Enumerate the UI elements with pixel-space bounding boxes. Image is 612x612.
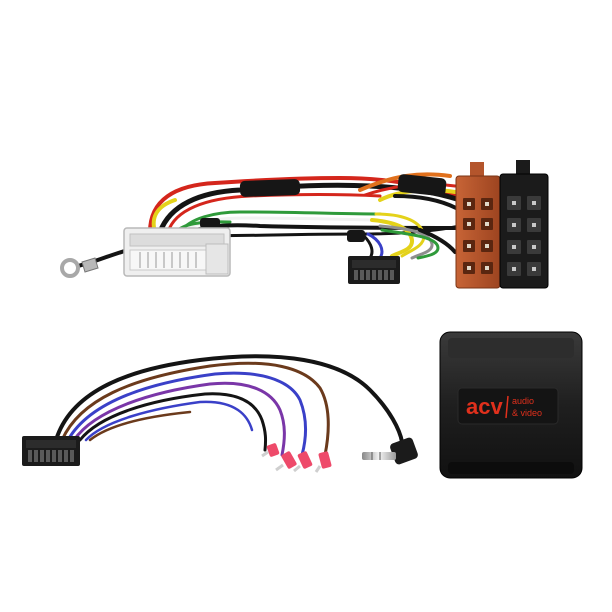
crimp-terminals (261, 443, 332, 473)
module-tagline-line1: audio (512, 396, 534, 406)
interface-module-box: acv audio & video (439, 331, 583, 479)
module-brand-logo: acv (466, 394, 503, 419)
module-tagline-line2: & video (512, 408, 542, 418)
iso-power-connector-black (499, 160, 549, 289)
crimp-terminal (261, 443, 280, 458)
main-wire-bundle (148, 172, 463, 260)
steering-wheel-cable (22, 354, 418, 473)
sixteen-pin-connector-bottom (22, 436, 80, 466)
crimp-terminal (293, 451, 313, 473)
ring-terminal (60, 258, 80, 278)
oem-white-connector (123, 227, 231, 277)
ground-wire (60, 248, 129, 278)
heat-shrink-sleeves (200, 174, 447, 242)
audio-jack-3-5mm (362, 437, 418, 465)
crimp-terminal (314, 451, 332, 473)
iso-speaker-connector-brown (455, 162, 501, 289)
crimp-terminal (275, 451, 297, 472)
top-wiring-harness (60, 160, 549, 289)
sixteen-pin-connector-top (348, 256, 400, 284)
